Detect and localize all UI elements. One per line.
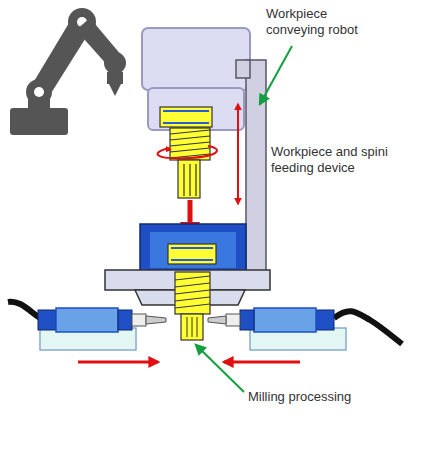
robot-icon [10,8,126,135]
leader-line [260,46,292,104]
callout-label: Milling processing [248,389,408,405]
spindle-workpiece [157,107,216,198]
right-cutter [208,308,402,362]
leader-line [196,345,244,392]
callout-label: Workpiece conveying robot [266,6,386,38]
left-cutter [8,302,166,362]
callout-label: Workpiece and spini feeding device [271,144,417,176]
robot-housing [142,28,266,272]
stroke-arrow [237,104,239,204]
fixture [105,224,270,340]
